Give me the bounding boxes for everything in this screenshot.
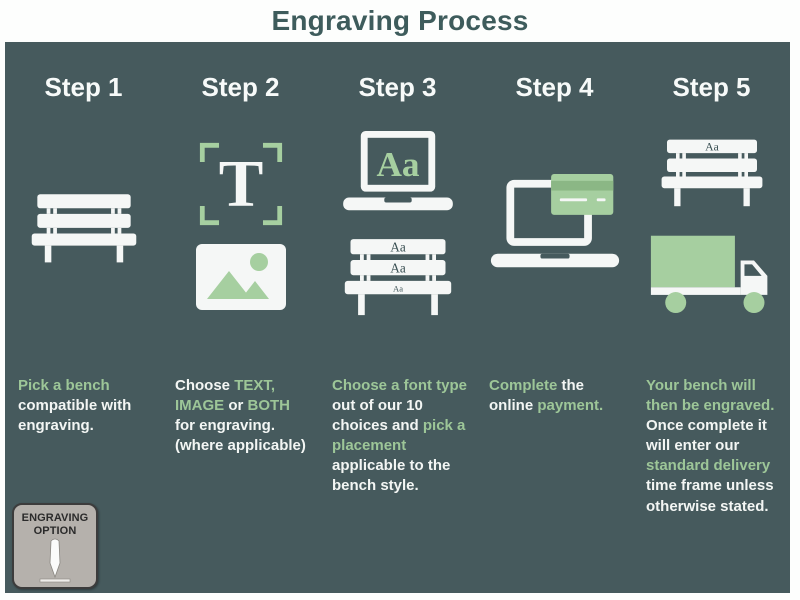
font-sample-glyph: Aa [390, 239, 406, 254]
step-3-description: Choose a font type out of our 10 choices… [319, 376, 476, 497]
step-1-description: Pick a bench compatible with engraving. [5, 376, 162, 436]
step-5-description: Your bench will then be engraved. Once c… [633, 376, 790, 517]
step-2-header: Step 2 [201, 72, 280, 102]
bench-engraved-icon: Aa [661, 139, 762, 207]
step-3-icons: Aa Aa Aa Aa [319, 106, 476, 346]
desc-segment: or [224, 397, 248, 415]
step-2-description: Choose TEXT, IMAGE or BOTH for engraving… [162, 376, 319, 456]
engraving-option-badge: ENGRAVING OPTION [12, 503, 98, 589]
desc-segment: pick a placement [332, 417, 466, 455]
step-1-header: Step 1 [44, 72, 123, 102]
step-column-4: Step 4 Complete the online payment. [476, 42, 633, 593]
engraving-option-label: ENGRAVING OPTION [21, 512, 89, 537]
desc-segment: payment. [537, 397, 604, 415]
desc-segment: Your bench will then be engraved. [646, 377, 775, 415]
step-4-description: Complete the online payment. [476, 376, 633, 416]
step-1-icons [5, 106, 162, 346]
text-frame-icon: T [199, 142, 282, 226]
desc-segment: compatible with engraving. [18, 397, 132, 435]
laptop-payment-icon [490, 173, 619, 267]
process-panel: Step 1 Pick a bench compatible with engr… [5, 42, 790, 593]
step-5-icons: Aa [633, 106, 790, 346]
step-3-header: Step 3 [358, 72, 437, 102]
bench-icon [31, 194, 136, 263]
desc-segment: for engraving. (where applicable) [175, 417, 306, 455]
desc-segment: standard delivery [646, 457, 771, 475]
step-5-header: Step 5 [672, 72, 751, 102]
font-sample-glyph: Aa [705, 140, 719, 153]
step-column-3: Step 3 Aa Aa [319, 42, 476, 593]
step-column-5: Step 5 Aa [633, 42, 790, 593]
desc-segment: out of our 10 choices and [332, 397, 423, 435]
letter-t-glyph: T [218, 147, 263, 221]
desc-segment: Complete [489, 377, 558, 394]
page-title: Engraving Process [271, 5, 529, 36]
desc-segment: Choose a font type [332, 377, 468, 394]
step-column-1: Step 1 Pick a bench compatible with engr… [5, 42, 162, 593]
step-2-icons: T [162, 106, 319, 346]
step-column-2: Step 2 T Choose TEXT, IMAGE or BOTH for … [162, 42, 319, 593]
laptop-font-icon: Aa [342, 130, 453, 211]
desc-segment: TEXT, IMAGE [175, 377, 276, 415]
step-4-header: Step 4 [515, 72, 594, 102]
font-sample-glyph: Aa [393, 283, 403, 293]
desc-segment: Choose [175, 377, 235, 394]
desc-segment: applicable to the bench style. [332, 457, 451, 495]
delivery-truck-icon [650, 235, 767, 314]
font-sample-glyph: Aa [376, 145, 419, 184]
desc-segment: the online [489, 377, 585, 415]
desc-segment: Pick a bench [18, 377, 110, 394]
desc-segment: BOTH [247, 397, 291, 415]
font-sample-glyph: Aa [390, 260, 406, 275]
engraving-tool-icon [39, 538, 71, 583]
image-icon [195, 244, 286, 310]
step-4-icons [476, 106, 633, 346]
bench-engraved-icon: Aa Aa Aa [344, 239, 451, 316]
desc-segment: time frame unless otherwise stated. [646, 477, 774, 515]
desc-segment: Once complete it will enter our [646, 417, 767, 455]
